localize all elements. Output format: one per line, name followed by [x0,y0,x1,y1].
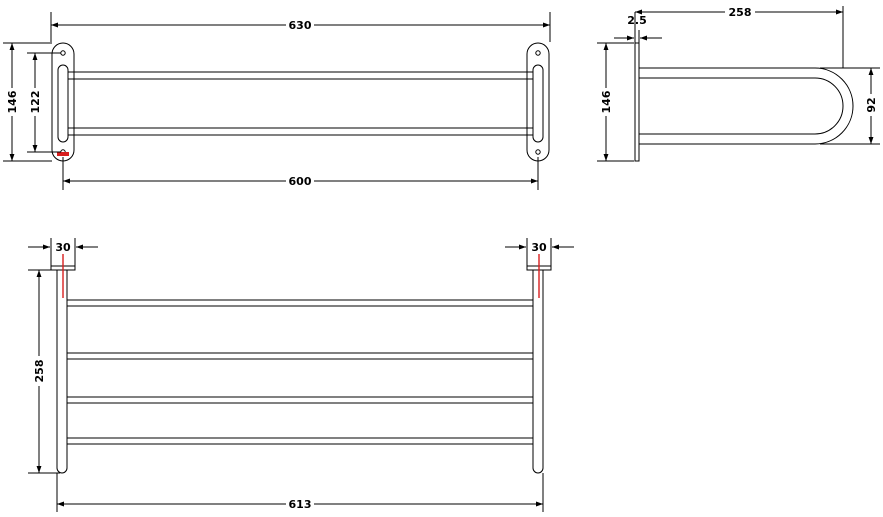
dim-plate-height: 146 [6,90,19,113]
front-view [51,42,550,162]
dim-width: 613 [289,498,312,511]
right-post [532,64,544,143]
dim-projection: 258 [729,6,752,19]
front-dimensions: 630 600 146 122 [3,12,551,190]
top-view [50,252,552,474]
dim-left-post: 30 [55,241,71,254]
cross-bar-1 [66,299,534,307]
cross-bar-2 [66,352,534,360]
right-side-rail [532,270,544,474]
left-post [57,64,69,143]
lower-bar [67,127,534,136]
cross-bar-4 [66,437,534,445]
side-view [634,42,854,162]
side-dimensions: 2.5 258 146 92 [597,5,880,162]
dim-depth: 258 [33,360,46,383]
dim-right-post: 30 [531,241,547,254]
dim-hole-spacing: 122 [29,91,42,114]
side-wall-plate [634,42,640,162]
dim-side-plate-height: 146 [600,90,613,113]
cross-bar-3 [66,396,534,404]
side-bar-loop [639,67,854,145]
left-side-rail [56,270,68,474]
dim-plate-thickness: 2.5 [627,14,647,27]
red-mark [57,152,69,156]
dim-overall-width: 630 [289,19,312,32]
left-wall-plate [51,42,75,162]
dim-bar-spacing: 92 [865,97,878,112]
top-dimensions: 30 30 258 613 [28,238,574,512]
dim-bar-length: 600 [289,175,312,188]
upper-bar [67,71,534,80]
right-wall-plate [526,42,550,162]
